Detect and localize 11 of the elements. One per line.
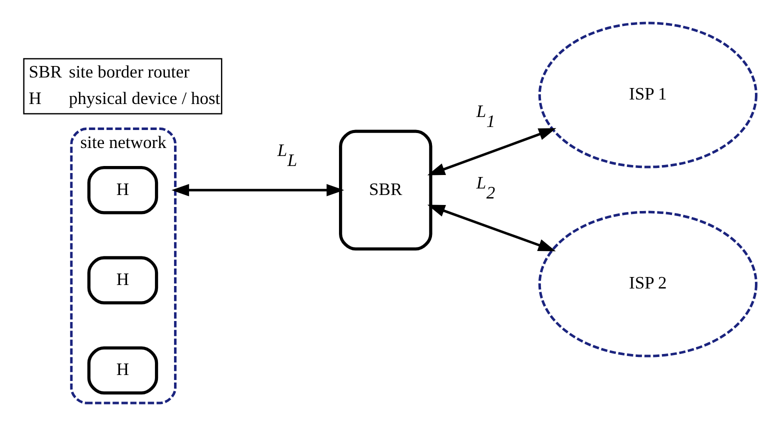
- node-box: SBR: [339, 130, 432, 251]
- node-box: H: [87, 346, 158, 395]
- arrow: [172, 184, 344, 196]
- label: SBR: [28, 62, 62, 82]
- label: physical device / host: [68, 88, 220, 108]
- arrow: [427, 204, 556, 252]
- node-box: H: [87, 166, 158, 214]
- arrow: [427, 128, 556, 176]
- node-box: H: [87, 256, 158, 304]
- label: site border router: [68, 62, 190, 82]
- label: H: [28, 88, 42, 108]
